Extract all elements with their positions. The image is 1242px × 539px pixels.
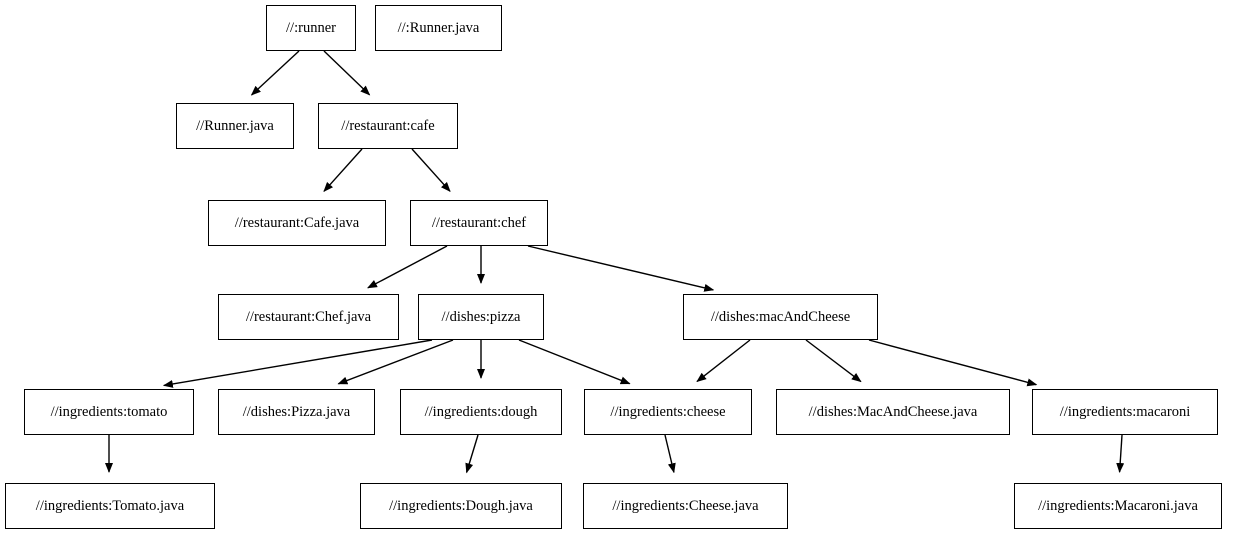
graph-node-label: //Runner.java (196, 117, 274, 134)
graph-node-ing_cheese[interactable]: //ingredients:cheese (584, 389, 752, 435)
graph-node-label: //ingredients:Cheese.java (612, 497, 759, 514)
graph-node-ing_tomato[interactable]: //ingredients:tomato (24, 389, 194, 435)
graph-node-dishes_mac[interactable]: //dishes:macAndCheese (683, 294, 878, 340)
graph-node-cheese_java[interactable]: //ingredients:Cheese.java (583, 483, 788, 529)
graph-node-label: //:Runner.java (397, 19, 480, 36)
graph-node-runner_java_root[interactable]: //:Runner.java (375, 5, 502, 51)
graph-node-label: //:runner (286, 19, 336, 36)
graph-node-mac_java[interactable]: //dishes:MacAndCheese.java (776, 389, 1010, 435)
graph-node-runner_java[interactable]: //Runner.java (176, 103, 294, 149)
graph-node-tomato_java[interactable]: //ingredients:Tomato.java (5, 483, 215, 529)
graph-node-macaroni_java[interactable]: //ingredients:Macaroni.java (1014, 483, 1222, 529)
graph-node-pizza_java[interactable]: //dishes:Pizza.java (218, 389, 375, 435)
graph-node-label: //ingredients:dough (424, 403, 538, 420)
graph-node-label: //ingredients:tomato (50, 403, 168, 420)
graph-node-label: //restaurant:Cafe.java (234, 214, 360, 231)
graph-node-dishes_pizza[interactable]: //dishes:pizza (418, 294, 544, 340)
graph-node-restaurant_cafe[interactable]: //restaurant:cafe (318, 103, 458, 149)
graph-node-dough_java[interactable]: //ingredients:Dough.java (360, 483, 562, 529)
graph-node-label: //ingredients:Tomato.java (35, 497, 185, 514)
graph-node-label: //dishes:pizza (441, 308, 521, 325)
graph-node-label: //ingredients:cheese (610, 403, 726, 420)
graph-node-label: //ingredients:Macaroni.java (1038, 497, 1198, 514)
graph-node-restaurant_chef[interactable]: //restaurant:chef (410, 200, 548, 246)
graph-node-cafe_java[interactable]: //restaurant:Cafe.java (208, 200, 386, 246)
graph-node-label: //ingredients:macaroni (1059, 403, 1191, 420)
graph-node-label: //restaurant:chef (431, 214, 527, 231)
graph-node-ing_macaroni[interactable]: //ingredients:macaroni (1032, 389, 1218, 435)
graph-node-label: //ingredients:Dough.java (389, 497, 533, 514)
graph-node-label: //dishes:macAndCheese (710, 308, 851, 325)
graph-node-label: //dishes:Pizza.java (242, 403, 351, 420)
graph-node-runner[interactable]: //:runner (266, 5, 356, 51)
graph-node-chef_java[interactable]: //restaurant:Chef.java (218, 294, 399, 340)
graph-node-label: //restaurant:Chef.java (245, 308, 372, 325)
graph-node-label: //restaurant:cafe (341, 117, 435, 134)
graph-node-label: //dishes:MacAndCheese.java (808, 403, 978, 420)
graph-node-ing_dough[interactable]: //ingredients:dough (400, 389, 562, 435)
